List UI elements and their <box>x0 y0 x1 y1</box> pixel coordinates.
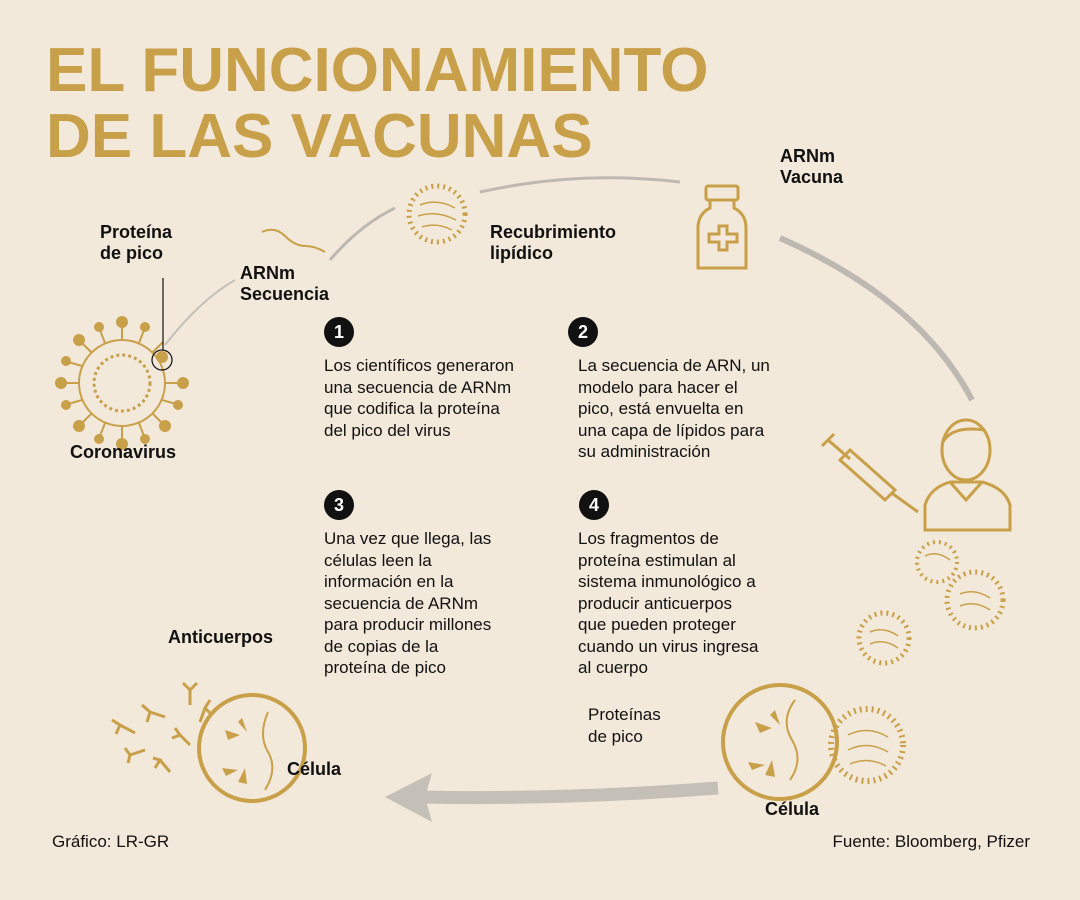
step-1: 1 Los científicos generaron una secuenci… <box>324 317 564 441</box>
label-antibodies: Anticuerpos <box>168 627 274 647</box>
label-coronavirus: Coronavirus <box>70 442 177 462</box>
spike-highlight-circle <box>151 349 173 371</box>
cycle-arc-topright <box>479 176 681 194</box>
footer-source: Fuente: Bloomberg, Pfizer <box>832 832 1030 851</box>
step-line: de copias de la <box>324 636 439 656</box>
cell-left-icon <box>197 693 307 803</box>
step-line: modelo para hacer el <box>578 377 738 397</box>
cycle-arc-right <box>778 235 975 402</box>
step-2: 2 La secuencia de ARN, un modelo para ha… <box>568 317 818 463</box>
step-line: Los fragmentos de <box>578 529 719 548</box>
step-line: producir anticuerpos <box>578 593 733 613</box>
step-line: proteína de pico <box>324 658 446 677</box>
lipid-nanoparticle-icon <box>406 183 468 245</box>
step-line: Los científicos generaron <box>324 356 514 375</box>
label-spike-proteins-line1: Proteínas <box>588 705 661 724</box>
cycle-arc-left <box>164 279 236 346</box>
step-number-badge: 1 <box>324 317 354 347</box>
label-lipid-line1: Recubrimiento <box>490 222 617 242</box>
antibodies-icon <box>111 681 213 773</box>
step-line: cuando un virus ingresa <box>578 636 759 656</box>
step-number-badge: 3 <box>324 490 354 520</box>
step-line: del pico del virus <box>324 420 451 440</box>
footer-credit: Gráfico: LR-GR <box>52 832 170 851</box>
vaccine-bottle-icon <box>696 184 748 270</box>
step-line: secuencia de ARNm <box>324 593 479 613</box>
step-line: La secuencia de ARN, un <box>578 356 770 375</box>
step-text: Los fragmentos de proteína estimulan al … <box>578 528 818 679</box>
person-icon <box>923 418 1012 532</box>
step-text: La secuencia de ARN, un modelo para hace… <box>578 355 818 463</box>
coronavirus-icon <box>55 316 189 450</box>
cycle-arc-top <box>328 206 396 261</box>
syringe-icon <box>820 432 919 514</box>
step-line: pico, está envuelta en <box>578 399 744 418</box>
step-line: una secuencia de ARNm <box>324 377 512 397</box>
step-3: 3 Una vez que llega, las células leen la… <box>324 490 564 679</box>
label-spike-proteins: Proteínas de pico <box>588 704 828 747</box>
label-sequence: ARNm Secuencia <box>240 263 329 305</box>
label-spike-line1: Proteína <box>100 222 173 242</box>
step-line: que codifica la proteína <box>324 399 500 418</box>
step-line: Una vez que llega, las <box>324 529 492 548</box>
label-cell-right: Célula <box>765 799 820 819</box>
step-number-badge: 2 <box>568 317 598 347</box>
step-line: sistema inmunológico a <box>578 572 756 591</box>
arrow-head-icon <box>385 773 432 822</box>
page-title: EL FUNCIONAMIENTO DE LAS VACUNAS <box>46 38 709 170</box>
title-line-2: DE LAS VACUNAS <box>46 102 593 171</box>
step-line: proteína estimulan al <box>578 550 736 570</box>
label-lipid: Recubrimiento lipídico <box>490 222 616 264</box>
step-text: Una vez que llega, las células leen la i… <box>324 528 564 679</box>
label-spike-proteins-line2: de pico <box>588 726 643 746</box>
cell-right-icon <box>721 683 839 801</box>
step-line: células leen la <box>324 550 432 570</box>
step-4: 4 Los fragmentos de proteína estimulan a… <box>578 490 818 679</box>
label-sequence-line1: ARNm <box>240 263 296 283</box>
step-text: Los científicos generaron una secuencia … <box>324 355 564 441</box>
step-line: una capa de lípidos para <box>578 420 765 440</box>
step-line: para producir millones <box>324 615 492 634</box>
label-lipid-line2: lipídico <box>490 243 553 263</box>
step-line: información en la <box>324 572 454 591</box>
cycle-arrow-bottom <box>419 781 719 805</box>
label-vaccine-line2: Vacuna <box>780 167 844 187</box>
label-spike-line2: de pico <box>100 243 164 263</box>
lipid-particles-icon <box>828 540 1006 784</box>
label-sequence-line2: Secuencia <box>240 284 330 304</box>
label-vaccine-line1: ARNm <box>780 146 836 166</box>
label-cell-left: Célula <box>287 759 342 779</box>
label-spike: Proteína de pico <box>100 222 172 264</box>
title-line-1: EL FUNCIONAMIENTO <box>46 36 709 105</box>
step-line: al cuerpo <box>578 658 648 677</box>
step-line: su administración <box>578 442 711 461</box>
mrna-strand-icon <box>261 228 326 253</box>
step-number-badge: 4 <box>579 490 609 520</box>
step-line: que pueden proteger <box>578 615 736 634</box>
label-vaccine: ARNm Vacuna <box>780 146 843 188</box>
